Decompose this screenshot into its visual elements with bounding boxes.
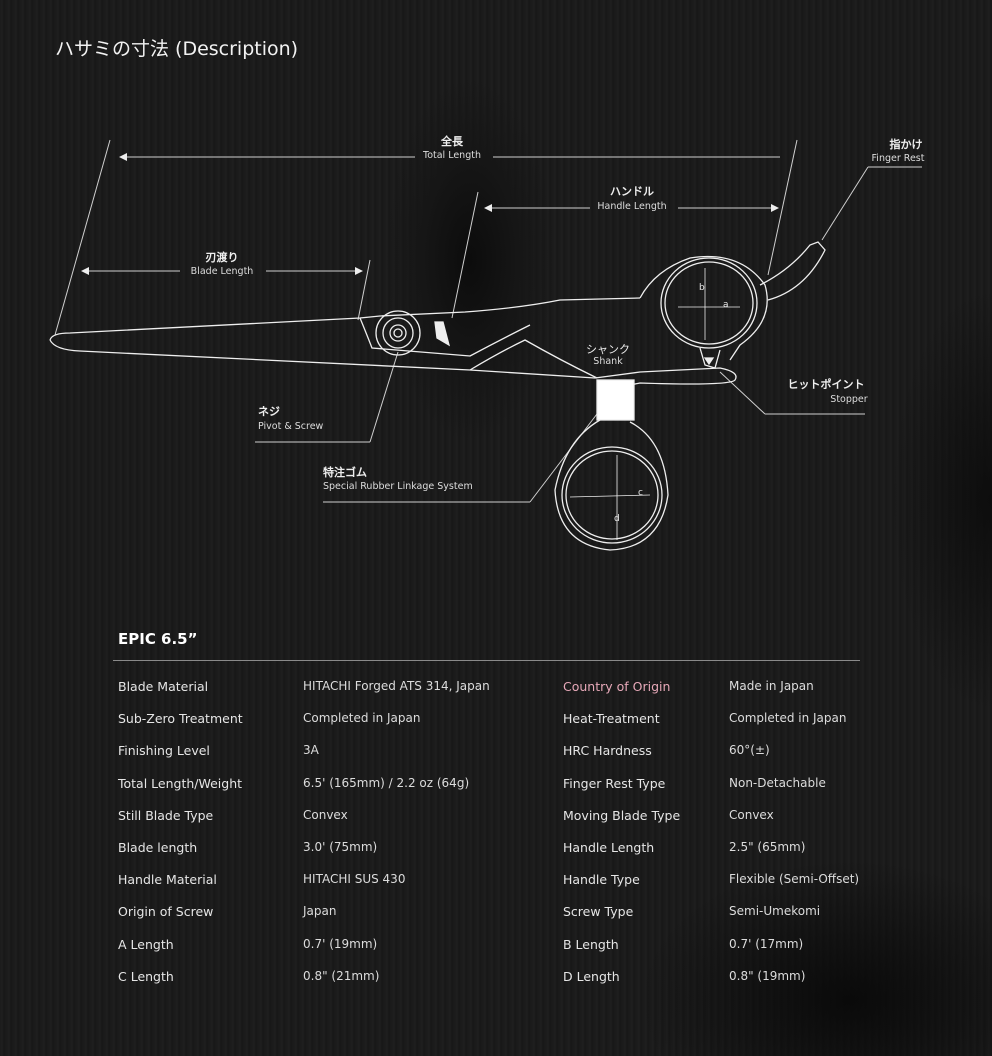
finger-rest-jp: 指かけ xyxy=(889,138,923,151)
pivot-en: Pivot & Screw xyxy=(258,421,324,432)
spec-value: 0.7' (19mm) xyxy=(303,936,378,951)
spec-value: Japan xyxy=(303,904,337,919)
stopper-jp: ヒットポイント xyxy=(787,378,865,391)
spec-label: Still Blade Type xyxy=(118,807,214,823)
spec-value: Completed in Japan xyxy=(303,711,421,726)
spec-label: Screw Type xyxy=(563,904,634,920)
spec-label: A Length xyxy=(118,936,174,952)
stopper-en: Stopper xyxy=(830,394,868,405)
ring-label-b: b xyxy=(699,283,705,293)
total-length-jp: 全長 xyxy=(441,135,463,148)
shank-en: Shank xyxy=(593,356,623,367)
spec-value: Semi-Umekomi xyxy=(729,904,821,919)
spec-label: Finishing Level xyxy=(118,743,210,759)
rubber-en: Special Rubber Linkage System xyxy=(323,481,473,492)
spec-value: Convex xyxy=(729,807,774,822)
spec-value: Convex xyxy=(303,807,348,822)
blade-length-en: Blade Length xyxy=(190,266,254,277)
spec-label: Total Length/Weight xyxy=(118,775,243,791)
blade-length-jp: 刃渡り xyxy=(205,251,239,264)
spec-value: 2.5" (65mm) xyxy=(729,840,806,854)
spec-label: Country of Origin xyxy=(563,679,671,694)
spec-label: B Length xyxy=(563,936,619,952)
shank-block xyxy=(596,379,635,421)
spec-value: Flexible (Semi-Offset) xyxy=(729,872,860,887)
spec-value: Non-Detachable xyxy=(729,775,826,790)
spec-value: Completed in Japan xyxy=(729,711,847,726)
spec-value: 0.8" (21mm) xyxy=(303,968,380,983)
pivot-jp: ネジ xyxy=(258,405,280,418)
ring-label-c: c xyxy=(638,488,643,498)
spec-label: Moving Blade Type xyxy=(563,807,681,823)
spec-value: 0.8" (19mm) xyxy=(729,968,806,983)
spec-value: 3.0' (75mm) xyxy=(303,840,378,854)
spec-label: C Length xyxy=(118,968,174,984)
logo-icon xyxy=(434,321,451,347)
handle-length-en: Handle Length xyxy=(597,201,667,212)
spec-label: Handle Material xyxy=(118,872,217,888)
total-length-en: Total Length xyxy=(423,150,481,161)
handle-length-jp: ハンドル xyxy=(610,185,654,198)
spec-value: 3A xyxy=(303,743,319,758)
model-heading: EPIC 6.5” xyxy=(118,630,198,648)
spec-label: Handle Type xyxy=(563,872,640,888)
spec-label: Blade Material xyxy=(118,679,209,694)
spec-label: D Length xyxy=(563,968,620,984)
spec-value: 0.7' (17mm) xyxy=(729,936,804,951)
page-title: ハサミの寸法 (Description) xyxy=(55,38,299,60)
spec-label: Origin of Screw xyxy=(118,904,214,920)
spec-label: Sub-Zero Treatment xyxy=(118,711,243,727)
spec-value: 6.5' (165mm) / 2.2 oz (64g) xyxy=(303,775,470,790)
ring-label-a: a xyxy=(723,300,729,310)
spec-value: HITACHI Forged ATS 314, Japan xyxy=(303,679,490,693)
finger-rest-en: Finger Rest xyxy=(871,153,925,164)
spec-value: HITACHI SUS 430 xyxy=(303,872,406,887)
spec-label: Blade length xyxy=(118,840,198,855)
spec-label: Heat-Treatment xyxy=(563,711,660,727)
shank-jp: シャンク xyxy=(586,343,630,356)
heading-divider xyxy=(113,660,860,661)
spec-value: 60°(±) xyxy=(729,743,770,758)
spec-label: Handle Length xyxy=(563,840,655,855)
rubber-jp: 特注ゴム xyxy=(323,466,367,479)
spec-value: Made in Japan xyxy=(729,679,814,693)
spec-label: HRC Hardness xyxy=(563,743,652,759)
spec-label: Finger Rest Type xyxy=(563,775,666,791)
dimension-lines xyxy=(54,139,922,503)
ring-label-d: d xyxy=(614,514,620,524)
